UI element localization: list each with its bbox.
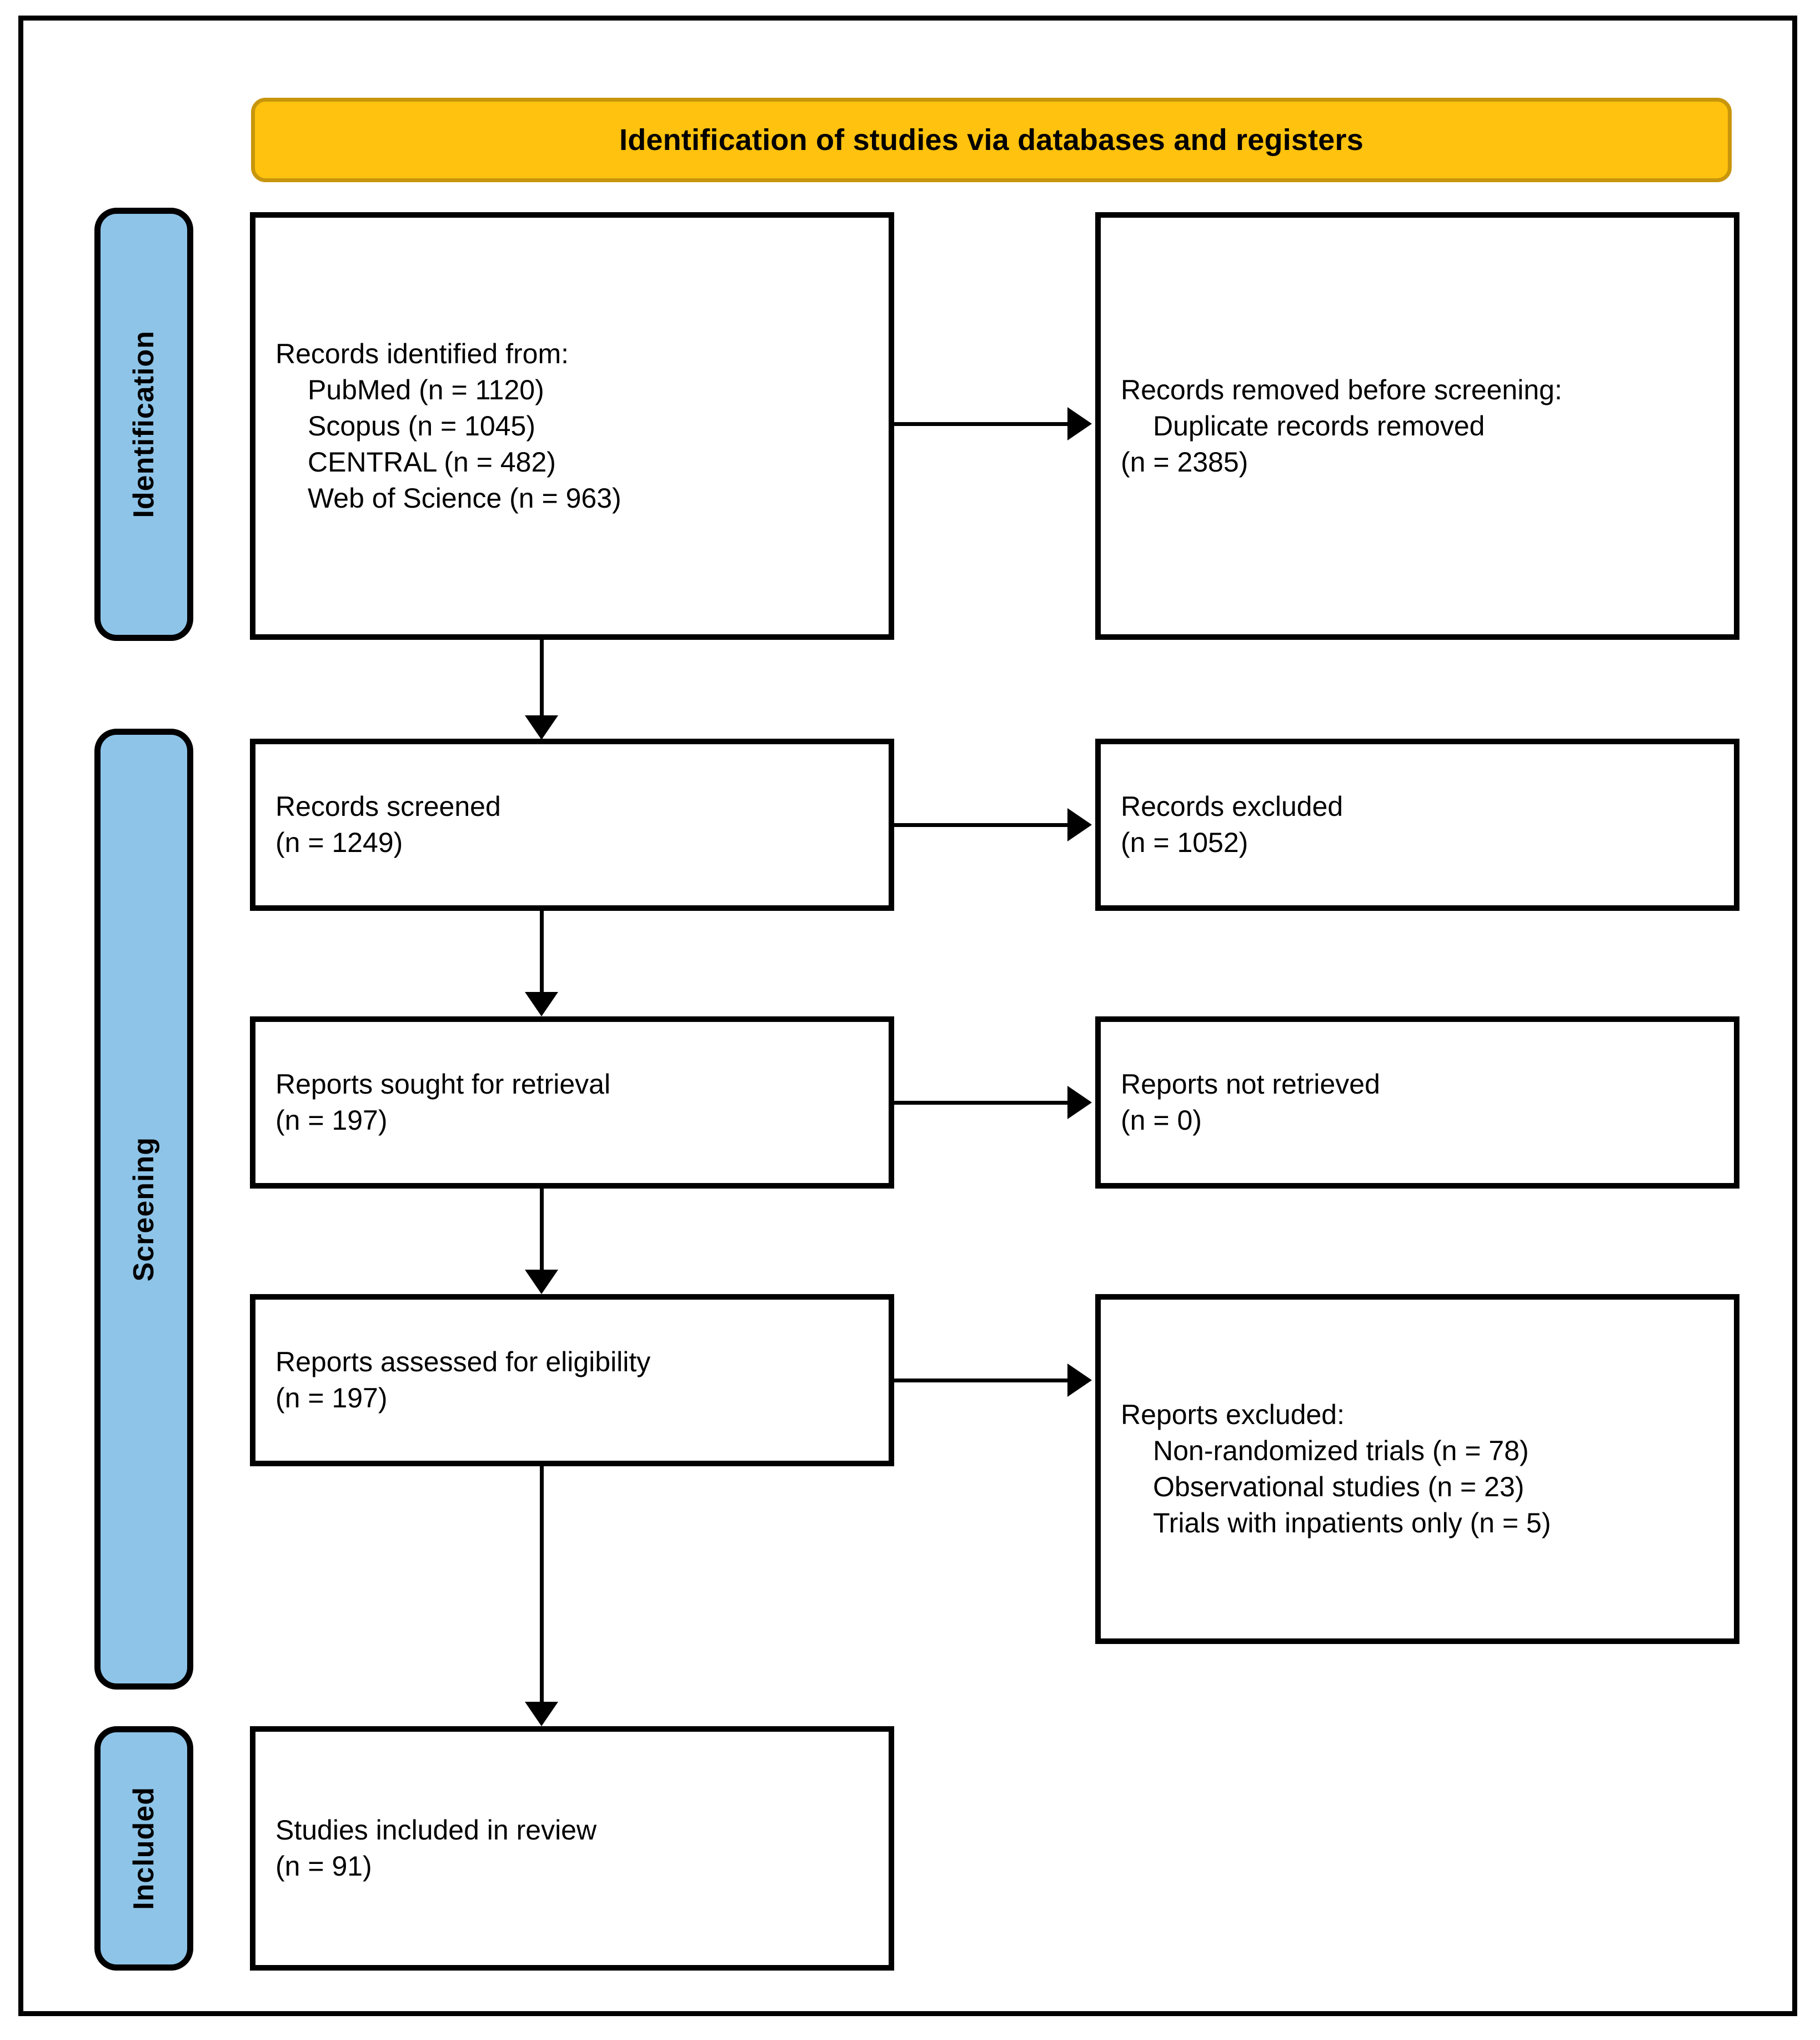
box-reports-not-retrieved: Reports not retrieved (n = 0) (1095, 1016, 1739, 1189)
records-identified-pubmed: PubMed (n = 1120) (308, 374, 544, 405)
reports-not-retrieved-label: Reports not retrieved (1121, 1069, 1380, 1100)
header-banner: Identification of studies via databases … (251, 98, 1732, 182)
records-excluded-count: (n = 1052) (1121, 827, 1249, 858)
header-banner-title: Identification of studies via databases … (619, 123, 1363, 157)
box-records-removed: Records removed before screening: Duplic… (1095, 212, 1739, 640)
records-screened-count: (n = 1249) (275, 827, 403, 858)
reports-excluded-inpatients: Trials with inpatients only (n = 5) (1153, 1507, 1551, 1538)
box-reports-excluded: Reports excluded: Non-randomized trials … (1095, 1294, 1739, 1644)
reports-excluded-heading: Reports excluded: (1121, 1399, 1345, 1430)
arrow-right-icon (1067, 407, 1092, 440)
connector-assessed-to-reports-excluded (894, 1379, 1072, 1382)
arrow-down-icon (525, 1702, 558, 1726)
box-studies-included: Studies included in review (n = 91) (250, 1726, 894, 1971)
box-records-excluded: Records excluded (n = 1052) (1095, 739, 1739, 911)
connector-screened-to-sought (540, 911, 544, 993)
records-identified-scopus: Scopus (n = 1045) (308, 410, 535, 442)
arrow-right-icon (1067, 1086, 1092, 1119)
stage-label-identification: Identification (94, 208, 193, 641)
records-identified-heading: Records identified from: (275, 338, 569, 369)
arrow-down-icon (525, 1270, 558, 1294)
arrow-right-icon (1067, 808, 1092, 841)
records-removed-count: (n = 2385) (1121, 446, 1249, 478)
stage-label-screening: Screening (94, 729, 193, 1690)
arrow-down-icon (525, 992, 558, 1016)
box-reports-assessed: Reports assessed for eligibility (n = 19… (250, 1294, 894, 1466)
reports-sought-label: Reports sought for retrieval (275, 1069, 611, 1100)
records-removed-heading-colon: : (1554, 374, 1562, 405)
records-removed-duplicates: Duplicate records removed (1153, 410, 1485, 442)
reports-excluded-non-randomized: Non-randomized trials (n = 78) (1153, 1435, 1529, 1466)
connector-identified-to-screened (540, 640, 544, 720)
records-removed-heading: Records removed before screening: (1121, 372, 1714, 408)
reports-sought-count: (n = 197) (275, 1105, 388, 1136)
stage-label-screening-text: Screening (128, 1136, 160, 1282)
stage-label-included: Included (94, 1726, 193, 1971)
box-records-identified: Records identified from: PubMed (n = 112… (250, 212, 894, 640)
connector-sought-to-assessed (540, 1189, 544, 1271)
reports-excluded-observational: Observational studies (n = 23) (1153, 1471, 1525, 1502)
connector-sought-to-not-retrieved (894, 1101, 1072, 1105)
studies-included-count: (n = 91) (275, 1851, 372, 1882)
box-records-screened: Records screened (n = 1249) (250, 739, 894, 911)
studies-included-label: Studies included in review (275, 1815, 597, 1846)
reports-assessed-label: Reports assessed for eligibility (275, 1346, 651, 1377)
records-identified-central: CENTRAL (n = 482) (308, 446, 556, 478)
records-identified-web-of-science: Web of Science (n = 963) (308, 482, 621, 514)
box-reports-sought: Reports sought for retrieval (n = 197) (250, 1016, 894, 1189)
connector-assessed-to-included (540, 1466, 544, 1702)
records-excluded-label: Records excluded (1121, 791, 1343, 822)
connector-screened-to-excluded (894, 823, 1072, 827)
reports-assessed-count: (n = 197) (275, 1382, 388, 1414)
arrow-down-icon (525, 715, 558, 740)
records-screened-label: Records screened (275, 791, 501, 822)
reports-not-retrieved-count: (n = 0) (1121, 1105, 1202, 1136)
stage-label-included-text: Included (128, 1787, 160, 1910)
arrow-right-icon (1067, 1364, 1092, 1397)
stage-label-identification-text: Identification (128, 330, 160, 518)
records-removed-heading-plain: Records removed (1121, 374, 1348, 405)
connector-identified-to-removed (894, 422, 1072, 426)
records-removed-heading-italic: before screening (1347, 374, 1555, 405)
